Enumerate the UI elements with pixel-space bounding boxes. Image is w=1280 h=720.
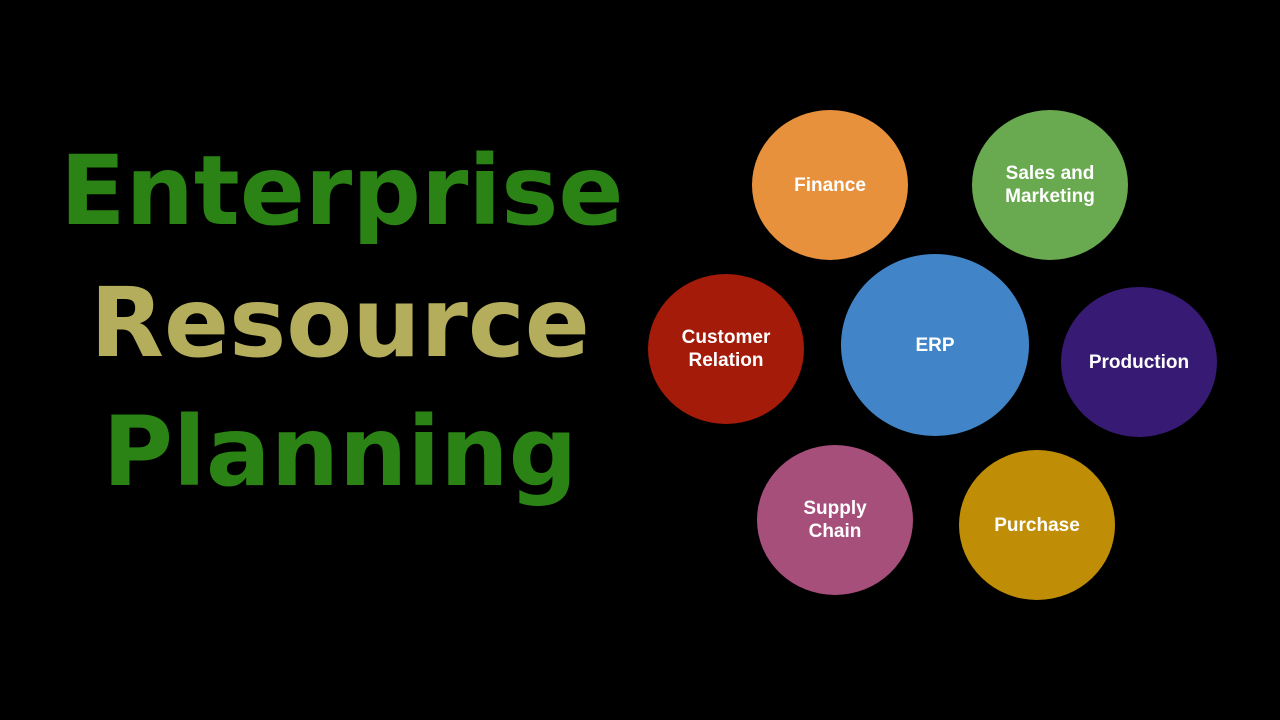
title-line-enterprise: Enterprise [60, 135, 624, 247]
module-sales-marketing-label: Sales and Marketing [1005, 163, 1095, 207]
module-finance-label: Finance [794, 174, 866, 196]
erp-center-label: ERP [915, 334, 955, 356]
module-sales-marketing: Sales and Marketing [972, 110, 1128, 260]
erp-center-node: ERP [841, 254, 1029, 436]
module-production-label: Production [1088, 351, 1190, 373]
title-line-planning: Planning [102, 396, 578, 508]
module-finance: Finance [752, 110, 908, 260]
module-supply-chain: Supply Chain [757, 445, 913, 595]
module-purchase-label: Purchase [994, 514, 1080, 536]
module-production: Production [1061, 287, 1217, 437]
module-supply-chain-label: Supply Chain [803, 498, 867, 542]
module-purchase: Purchase [959, 450, 1115, 600]
title-line-resource: Resource [90, 267, 590, 379]
module-customer-relation-label: Customer Relation [681, 327, 771, 371]
module-customer-relation: Customer Relation [648, 274, 804, 424]
